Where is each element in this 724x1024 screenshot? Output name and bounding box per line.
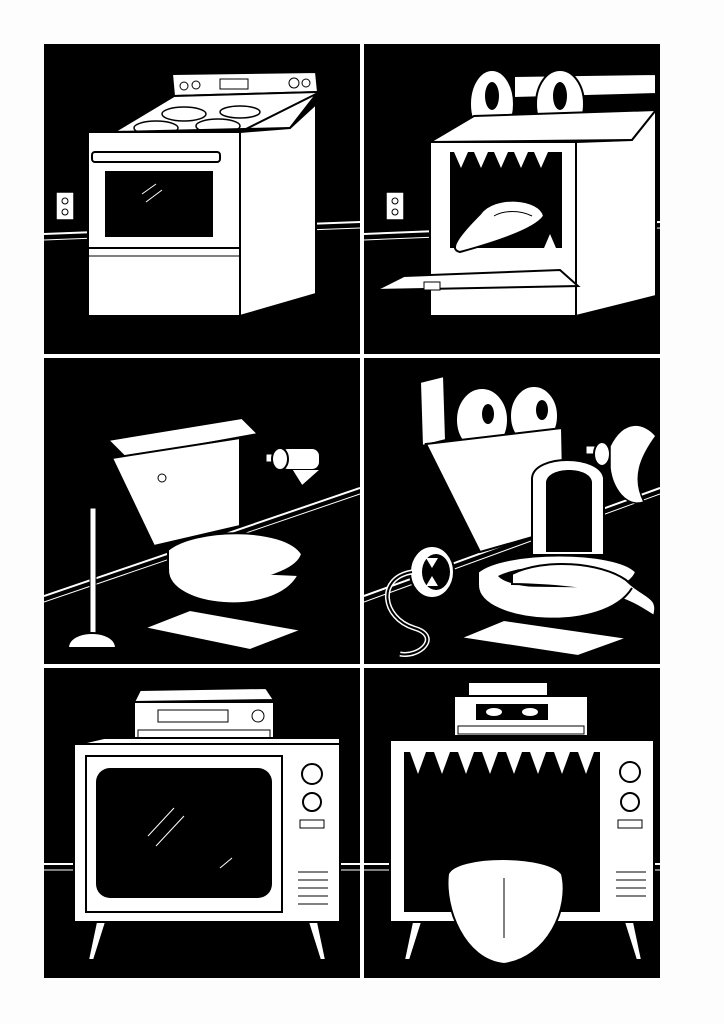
- television-icon: [73, 737, 341, 961]
- panel-stove-normal: [44, 44, 360, 354]
- toilet-monster-drawing: [364, 374, 660, 658]
- toilet-icon: [105, 416, 306, 652]
- toilet-paper-icon: [585, 424, 657, 504]
- plunger-icon: [384, 545, 455, 657]
- tongue-icon: [446, 858, 565, 966]
- gutter-vertical: [360, 44, 364, 978]
- gutter-horizontal-top: [44, 354, 660, 358]
- vcr-icon: [132, 686, 276, 741]
- panel-stove-monster: [364, 44, 660, 354]
- tv-normal-drawing: [44, 686, 360, 961]
- television-icon: [389, 739, 655, 966]
- outlet-icon: [385, 191, 405, 221]
- toilet-paper-icon: [265, 447, 321, 488]
- vcr-icon: [453, 681, 589, 737]
- stove-icon: [87, 70, 321, 318]
- tongue-icon: [454, 199, 546, 254]
- panel-toilet-monster: [364, 358, 660, 664]
- toilet-icon: [418, 374, 657, 658]
- eye-icon: [476, 704, 548, 720]
- stove-icon: [375, 69, 659, 318]
- stove-monster-drawing: [364, 69, 660, 318]
- comic-grid: [44, 44, 660, 978]
- panel-tv-normal: [44, 668, 360, 978]
- oven-window-icon: [105, 171, 213, 237]
- toilet-normal-drawing: [44, 416, 360, 652]
- plunger-icon: [66, 507, 118, 649]
- outlet-icon: [55, 191, 75, 221]
- gutter-horizontal-bottom: [44, 664, 660, 668]
- stove-normal-drawing: [44, 70, 360, 318]
- panel-tv-monster: [364, 668, 660, 978]
- tv-monster-drawing: [364, 681, 660, 966]
- teeth-icon: [410, 752, 594, 774]
- panel-toilet-normal: [44, 358, 360, 664]
